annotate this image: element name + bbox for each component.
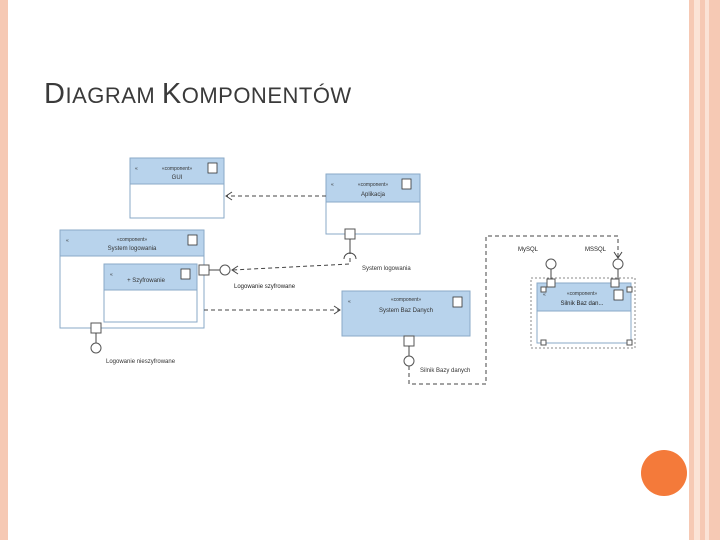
port <box>198 264 210 276</box>
component-icon <box>187 234 198 246</box>
arrow-head <box>231 265 239 275</box>
component-icon <box>401 178 412 190</box>
port <box>403 335 415 347</box>
component-header <box>59 229 205 257</box>
component-stereotype: «component» <box>117 237 148 243</box>
slide-frame-stripe <box>705 0 709 540</box>
port <box>90 322 102 334</box>
component-icon <box>452 296 463 308</box>
provided-interface <box>612 258 624 270</box>
component-stereotype: «component» <box>162 166 193 172</box>
required-interface <box>343 252 357 260</box>
collapse-icon: « <box>348 299 351 305</box>
component-silnik-baz-danych: « «component» Silnik Baz dan... <box>530 277 636 349</box>
component-aplikacja: « «component» Aplikacja <box>325 173 421 235</box>
slide-frame-left <box>0 0 8 540</box>
interface-label: System logowania <box>362 266 411 272</box>
arrow-head <box>225 191 233 201</box>
port <box>344 228 356 240</box>
component-icon <box>613 289 624 301</box>
interface-label: MySQL <box>518 247 539 253</box>
selection-handle <box>540 339 547 346</box>
collapse-icon: « <box>135 166 138 172</box>
component-gui: « «component» GUI <box>129 157 225 219</box>
slide-frame-stripe <box>694 0 700 540</box>
component-system-baz-danych: « «component» System Baz Danych <box>341 290 471 337</box>
collapse-icon: « <box>110 272 113 278</box>
dependency-arrow <box>408 235 619 385</box>
interface-label: Silnik Bazy danych <box>420 368 470 374</box>
component-stereotype: «component» <box>567 291 598 297</box>
slide-title: DIAGRAM KOMPONENTÓW <box>44 78 352 110</box>
arrow-head <box>613 251 623 259</box>
interface-label: MSSQL <box>585 247 607 253</box>
dependency-arrow <box>231 258 351 271</box>
component-stereotype: «component» <box>391 297 422 303</box>
collapse-icon: « <box>66 238 69 244</box>
component-name: + Szyfrowanie <box>127 278 166 284</box>
component-name: Aplikacja <box>361 192 386 198</box>
selection-handle <box>626 286 633 293</box>
component-name: System logowania <box>108 246 157 252</box>
collapse-icon: « <box>331 182 334 188</box>
provided-interface <box>403 355 415 367</box>
selection-handle <box>626 339 633 346</box>
port <box>546 278 556 288</box>
interface-label: Logowanie szyfrowane <box>234 284 296 290</box>
provided-interface <box>90 342 102 354</box>
selection-handle <box>540 286 547 293</box>
port <box>610 278 620 288</box>
component-system-logowania: « «component» System logowania « + Szyfr… <box>59 229 205 329</box>
collapse-icon: « <box>543 292 546 298</box>
arrow-head <box>333 305 341 315</box>
component-name: System Baz Danych <box>379 308 433 314</box>
component-name: GUI <box>172 175 183 181</box>
component-name: Silnik Baz dan... <box>560 301 603 307</box>
provided-interface <box>545 258 557 270</box>
decorative-orb <box>641 450 687 496</box>
component-icon <box>180 268 191 280</box>
component-header <box>341 290 471 337</box>
interface-label: Logowanie nieszyfrowane <box>106 359 176 365</box>
provided-interface <box>219 264 231 276</box>
selection-frame <box>530 277 636 349</box>
component-icon <box>207 162 218 174</box>
component-stereotype: «component» <box>358 182 389 188</box>
